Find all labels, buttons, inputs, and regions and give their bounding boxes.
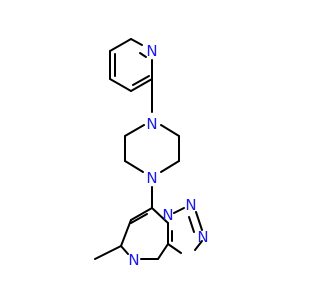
bond (130, 78, 153, 92)
bond (160, 160, 180, 173)
bond (194, 240, 203, 251)
molecule-diagram: N N N N N N N (94, 38, 209, 269)
bond (132, 75, 150, 86)
bond (120, 245, 129, 255)
bond (124, 160, 144, 173)
pyridine-nitrogen-label: N (146, 42, 157, 60)
bond (130, 213, 148, 224)
bond (124, 124, 145, 137)
molecule-structure: N N N N N N N (94, 38, 209, 269)
bond (160, 124, 180, 137)
triazole-nitrogen-4-label: N (197, 228, 208, 246)
piperazine-nitrogen-top-label: N (146, 115, 157, 133)
pyrimidine-nitrogen-label: N (128, 251, 139, 269)
bond (130, 207, 153, 221)
bond (120, 219, 132, 247)
bond (188, 216, 195, 233)
bond (139, 52, 147, 58)
bond (109, 38, 132, 52)
bond (130, 38, 143, 46)
piperazine-nitrogen-bottom-label: N (146, 169, 157, 187)
bond (109, 78, 132, 92)
bond (195, 211, 203, 231)
bond (173, 207, 185, 214)
triazole-nitrogen-2-label: N (185, 196, 196, 214)
bond (167, 243, 182, 254)
bond (151, 207, 169, 224)
triazole-nitrogen-1-label: N (162, 206, 173, 224)
triazole-ring (167, 207, 203, 254)
atom-labels: N N N N N N N (128, 42, 208, 269)
pyridine-ring (109, 38, 153, 92)
methyl-bond (94, 245, 122, 260)
pyrimidine-ring (120, 207, 173, 260)
piperazine-ring (124, 124, 180, 173)
bond (157, 243, 169, 260)
